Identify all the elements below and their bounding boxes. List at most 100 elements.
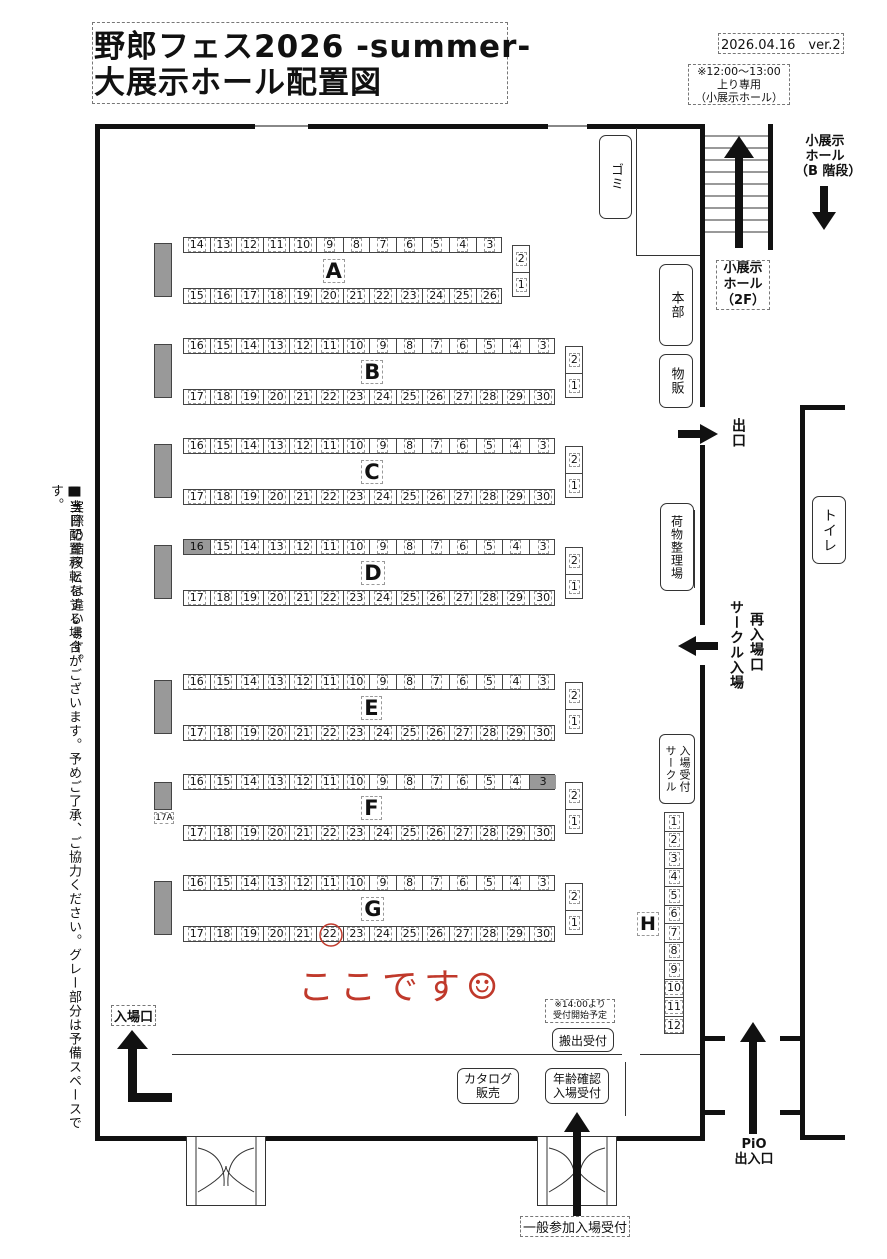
handwritten-circle [319,923,343,947]
h-booth-cell: 7 [665,924,683,943]
pio-up-arrow-icon [740,1022,766,1134]
booth-cell: 7 [423,775,450,789]
booth-cell: 21 [290,591,317,605]
trash-area-line [636,128,637,256]
booth-cell: 9 [370,339,397,353]
booth-number: 26 [427,390,446,404]
booth-number: 4 [510,540,522,554]
up-arrow-icon [724,136,754,248]
booth-number: 15 [187,289,206,303]
booth-number: 8 [404,540,416,554]
booth-cell: 17 [184,490,211,504]
booth-number: 9 [377,775,389,789]
booth-cell: 27 [450,726,477,740]
booth-cell: 28 [477,591,504,605]
hall-wall-bottom [95,1136,705,1141]
booth-number: 4 [510,775,522,789]
booth-cell: 17 [184,927,211,941]
hall-wall-right-1 [700,124,705,407]
booth-cell: 11 [317,339,344,353]
booth-number: 5 [483,775,495,789]
booth-number: 29 [506,390,525,404]
side-booth-cell: 1 [566,809,582,835]
spare-block [154,881,172,935]
booth-number: 14 [187,238,206,252]
spare-block [154,243,172,297]
booth-cell: 26 [423,390,450,404]
booth-cell: 3 [530,439,557,453]
booth-cell: 7 [423,675,450,689]
booth-number: 6 [457,439,469,453]
booth-number: 29 [506,726,525,740]
booth-number: 24 [373,826,392,840]
booth-number: 5 [483,439,495,453]
booth-cell: 29 [503,490,530,504]
booth-number: 22 [320,826,339,840]
booth-number: 17 [187,826,206,840]
booth-cell: 12 [290,876,317,890]
booth-number: 5 [483,339,495,353]
booth-number: 12 [294,339,313,353]
booth-number: 27 [453,927,472,941]
booth-cell: 5 [477,540,504,554]
booth-cell: 19 [237,591,264,605]
booth-number: 16 [187,675,206,689]
side-booth-cell: 1 [513,272,529,298]
booth-number: 3 [537,775,549,789]
booth-cell: 4 [503,339,530,353]
booth-number: 7 [430,339,442,353]
side-booth-cell: 2 [566,683,582,709]
trash-box: ゴミ [599,135,632,219]
booth-number: 25 [400,591,419,605]
booth-number: 21 [294,826,313,840]
booth-number: 6 [668,907,680,922]
booth-cell: 22 [317,490,344,504]
booth-number: 2 [568,353,580,367]
booth-number: 14 [240,439,259,453]
booth-cell: 4 [503,540,530,554]
booth-cell: 27 [450,390,477,404]
page-title: 野郎フェス2026 -summer- [94,29,532,65]
booth-cell: 16 [184,439,211,453]
booth-number: 17 [187,390,206,404]
booth-cell: 10 [344,339,371,353]
side-booth-cell: 2 [513,246,529,272]
booth-number: 2 [568,453,580,467]
booth-cell: 15 [211,540,238,554]
booth-number: 23 [347,927,366,941]
booth-number: 7 [430,876,442,890]
booth-cell: 17 [184,390,211,404]
booth-number: 10 [347,540,366,554]
note-scale: ■実際の縮尺とは違います。 [68,484,83,668]
booth-number: 12 [294,675,313,689]
booth-number: 28 [480,490,499,504]
queue-line-v [625,1062,626,1116]
booth-number: 30 [534,591,553,605]
booth-cell: 26 [423,927,450,941]
booth-number: 2 [568,554,580,568]
booth-cell: 30 [530,927,557,941]
booth-cell: 13 [211,238,238,252]
entrance-arrow-icon [117,1030,172,1102]
booth-cell: 26 [423,591,450,605]
booth-number: 9 [324,238,336,252]
booth-cell: 12 [290,439,317,453]
booth-cell: 20 [264,390,291,404]
booth-cell: 24 [370,726,397,740]
hall-wall-top-1 [95,124,255,129]
spare-block [154,680,172,734]
catalog-box: カタログ 販売 [457,1068,519,1104]
booth-cell: 7 [423,540,450,554]
booth-cell: 9 [370,439,397,453]
side-booth-divider [566,709,583,710]
queue-line-2 [640,1054,700,1055]
booth-number: 14 [240,876,259,890]
booth-number: 5 [430,238,442,252]
booth-cell: 5 [477,675,504,689]
note-relocation: ■当日配置移転をする場合がございます。予めご了承、ご協力ください。グレー部分は予… [48,484,81,1130]
booth-cell: 5 [477,775,504,789]
booth-cell: 6 [397,238,424,252]
booth-number: 8 [404,876,416,890]
